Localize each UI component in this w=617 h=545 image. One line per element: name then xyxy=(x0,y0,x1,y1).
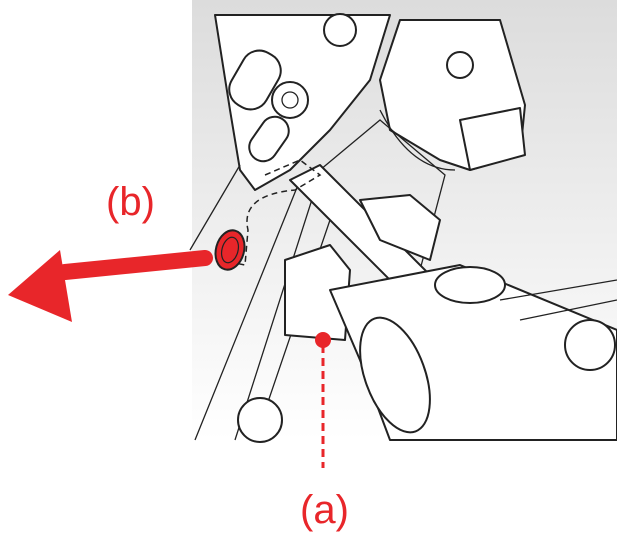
side-arm xyxy=(189,164,331,441)
dot-marker-icon xyxy=(315,332,331,348)
pin-icon xyxy=(214,229,246,271)
upper-screw xyxy=(323,13,357,47)
slot-2 xyxy=(248,115,290,163)
lower-screw xyxy=(237,397,283,443)
slot-1 xyxy=(228,49,282,111)
label-b: (b) xyxy=(106,180,155,224)
label-a: (a) xyxy=(300,488,349,532)
arrow-left-icon xyxy=(8,250,213,322)
hidden-outline xyxy=(229,159,322,266)
screw-head xyxy=(271,81,309,119)
